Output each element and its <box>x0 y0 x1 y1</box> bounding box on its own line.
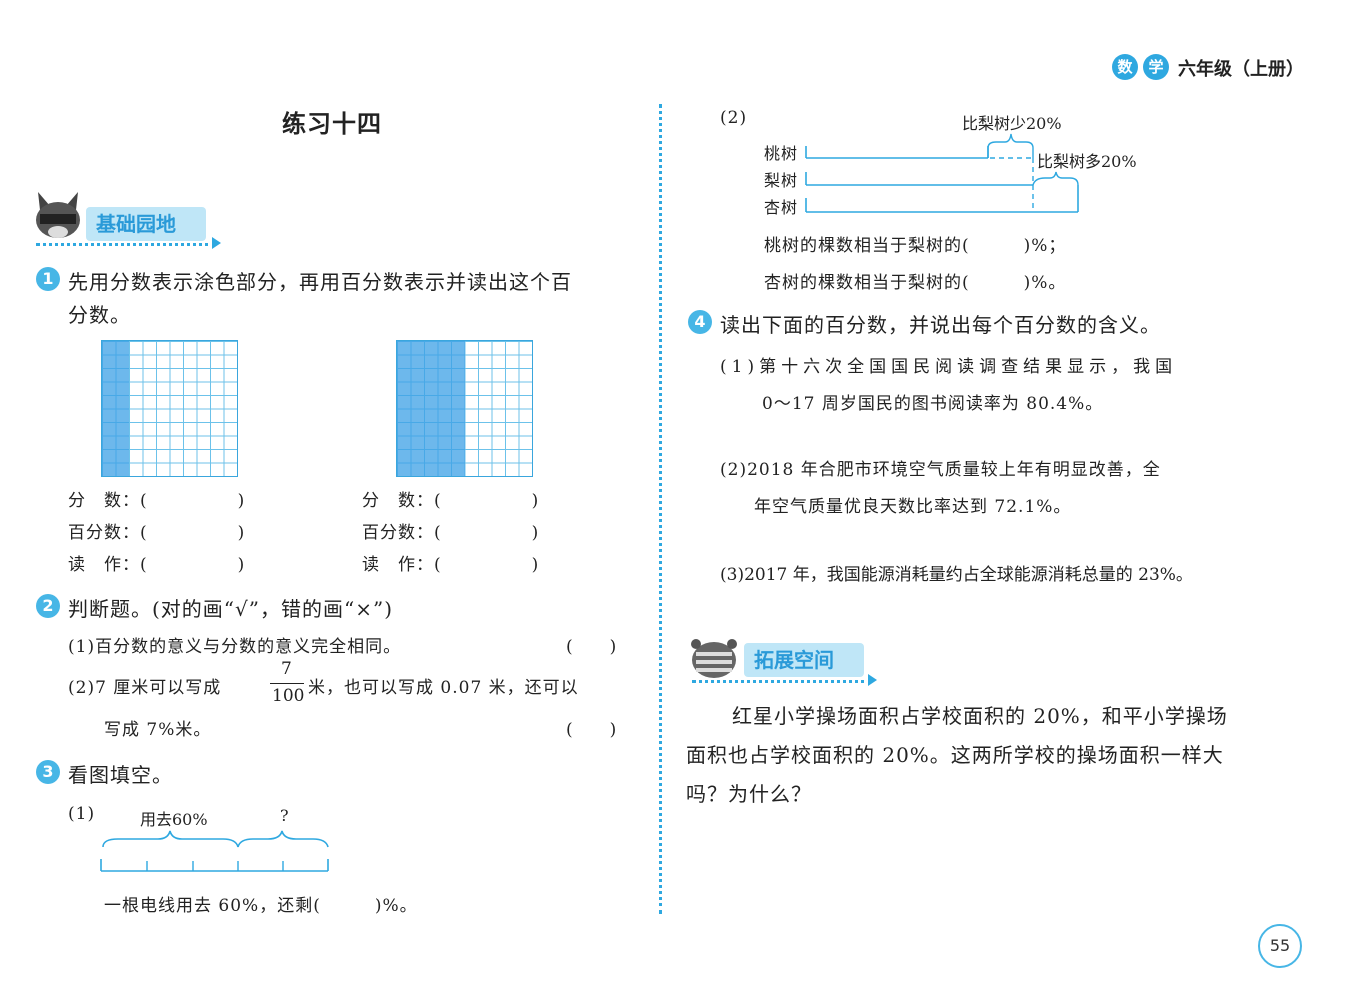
grid1-percent-blank[interactable]: 百分数：( ) <box>68 523 246 543</box>
q4-item1-line2: 0～17 周岁国民的图书阅读率为 80.4%。 <box>762 394 1104 414</box>
question-number: 2 <box>36 594 60 618</box>
arrow-right-icon <box>868 674 877 686</box>
q2-item2-answer[interactable]: ( ) <box>566 720 618 740</box>
grid2-percent-blank[interactable]: 百分数：( ) <box>362 523 540 543</box>
q3-sentence[interactable]: 一根电线用去 60%，还剩( )%。 <box>104 896 418 916</box>
q3-sub2: (2) <box>720 108 748 128</box>
tree-bar-diagram <box>805 133 1079 213</box>
q2-item2-post: 米，也可以写成 0.07 米，还可以 <box>308 678 579 698</box>
extension-text-line3: 吗？为什么？ <box>686 782 812 806</box>
q4-item2-line2: 年空气质量优良天数比率达到 72.1%。 <box>754 497 1072 517</box>
section-extension-underline <box>692 680 872 683</box>
fill-apricot-percent[interactable]: 杏树的棵数相当于梨树的( )%。 <box>764 273 1067 293</box>
q4-item2-line1: (2)2018 年合肥市环境空气质量较上年有明显改善，全 <box>720 460 1161 480</box>
q2-item1: (1)百分数的意义与分数的意义完全相同。 <box>68 637 402 657</box>
q3-sub1: (1) <box>68 804 96 824</box>
q4-item1-line1: (1)第十六次全国国民阅读调查结果显示，我国 <box>720 357 1178 377</box>
section-basic: 基础园地 <box>86 207 206 241</box>
fraction-denominator: 100 <box>272 686 305 706</box>
tree-label-apricot: 杏树 <box>764 198 799 217</box>
label-less-than-pear: 比梨树少20% <box>962 114 1062 133</box>
wire-diagram <box>100 830 329 872</box>
extension-text-line2: 面积也占学校面积的 20%。这两所学校的操场面积一样大 <box>686 743 1224 767</box>
mascot-icon <box>36 192 80 238</box>
question-number: 3 <box>36 760 60 784</box>
tree-label-peach: 桃树 <box>764 144 799 163</box>
question-number: 4 <box>688 310 712 334</box>
q4-item3: (3)2017 年，我国能源消耗量约占全球能源消耗总量的 23%。 <box>720 565 1193 585</box>
q1-text-line2: 分数。 <box>68 303 131 327</box>
q2-item2-pre: (2)7 厘米可以写成 <box>68 678 222 698</box>
q2-item1-answer[interactable]: ( ) <box>566 637 618 657</box>
hundred-grid-2 <box>396 340 533 477</box>
shaded-region-2 <box>397 341 465 476</box>
grid2-read-blank[interactable]: 读 作：( ) <box>362 555 540 575</box>
question-number: 1 <box>36 267 60 291</box>
q2-title: 判断题。(对的画“√”，错的画“×”) <box>68 597 394 621</box>
page-title: 练习十四 <box>282 109 382 138</box>
subject-badge-shu: 数 <box>1112 54 1138 80</box>
hundred-grid-1 <box>101 340 238 477</box>
unknown-label: ? <box>280 806 290 825</box>
section-basic-underline <box>36 243 216 246</box>
used-label: 用去60% <box>140 810 208 829</box>
label-more-than-pear: 比梨树多20% <box>1037 152 1137 171</box>
grid1-fraction-blank[interactable]: 分 数：( ) <box>68 491 246 511</box>
q2-item2-line2: 写成 7%米。 <box>104 720 212 740</box>
arrow-right-icon <box>212 237 221 249</box>
section-extension: 拓展空间 <box>744 643 864 677</box>
extension-text-line1: 红星小学操场面积占学校面积的 20%，和平小学操场 <box>732 704 1228 728</box>
mascot-zebra-icon <box>691 639 737 678</box>
subject-badge-xue: 学 <box>1143 54 1169 80</box>
q4-title: 读出下面的百分数，并说出每个百分数的含义。 <box>720 313 1161 337</box>
fraction-bar <box>270 683 304 684</box>
fill-peach-percent[interactable]: 桃树的棵数相当于梨树的( )%； <box>764 236 1067 256</box>
fraction-numerator: 7 <box>281 659 293 679</box>
q3-title: 看图填空。 <box>68 763 173 787</box>
column-divider <box>659 104 662 914</box>
grade-label: 六年级（上册） <box>1178 59 1304 80</box>
grid1-read-blank[interactable]: 读 作：( ) <box>68 555 246 575</box>
grid2-fraction-blank[interactable]: 分 数：( ) <box>362 491 540 511</box>
page-number: 55 <box>1258 924 1302 968</box>
tree-label-pear: 梨树 <box>764 171 799 190</box>
shaded-region-1 <box>102 341 129 476</box>
q1-text-line1: 先用分数表示涂色部分，再用百分数表示并读出这个百 <box>68 270 572 294</box>
